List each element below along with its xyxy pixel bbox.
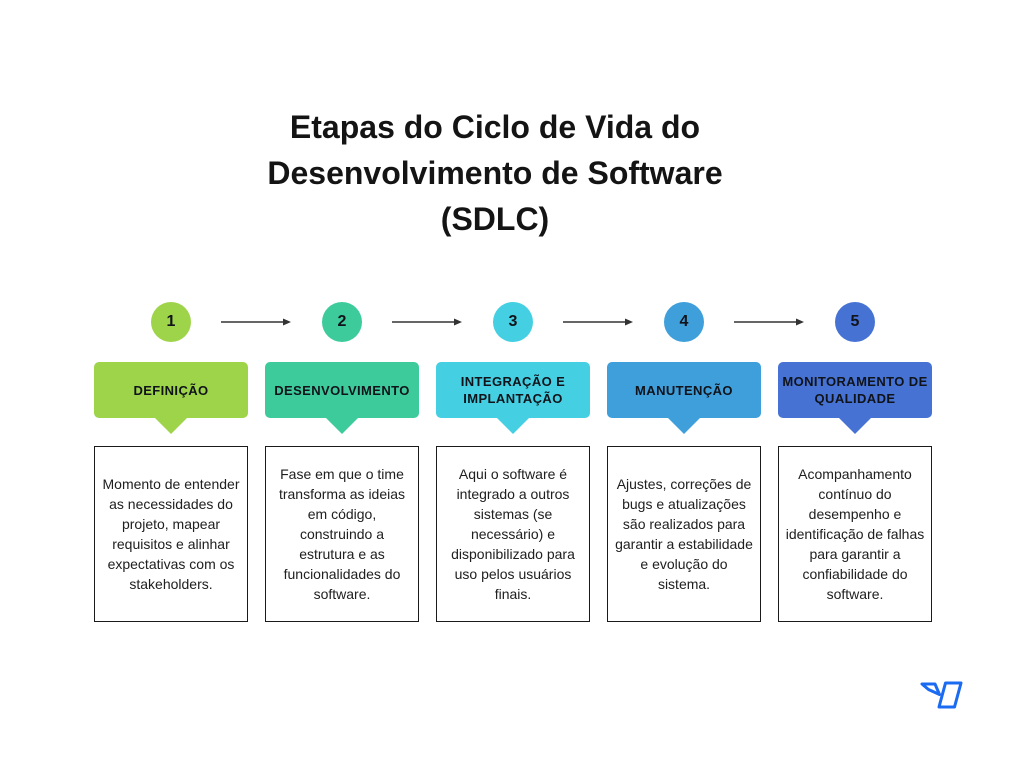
title-line-3: (SDLC)	[440, 201, 550, 237]
step-label: DESENVOLVIMENTO	[265, 362, 419, 418]
step-column-2: 2 DESENVOLVIMENTO Fase em que o time tra…	[265, 302, 419, 622]
arrow-right-icon	[221, 318, 291, 326]
step-column-4: 4 MANUTENÇÃO Ajustes, correções de bugs …	[607, 302, 761, 622]
step-column-3: 3 INTEGRAÇÃO E IMPLANTAÇÃO Aqui o softwa…	[436, 302, 590, 622]
pointer-down-icon	[325, 417, 359, 434]
step-description: Ajustes, correções de bugs e atualizaçõe…	[607, 446, 761, 622]
page-title: Etapas do Ciclo de Vida do Desenvolvimen…	[0, 104, 990, 242]
title-line-1: Etapas do Ciclo de Vida do	[289, 109, 701, 145]
step-description: Fase em que o time transforma as ideias …	[265, 446, 419, 622]
title-line-2: Desenvolvimento de Software	[267, 155, 723, 191]
step-number-badge: 4	[664, 302, 704, 342]
pointer-down-icon	[496, 417, 530, 434]
pointer-down-icon	[154, 417, 188, 434]
step-description: Acompanhamento contínuo do desempenho e …	[778, 446, 932, 622]
step-description: Momento de entender as necessidades do p…	[94, 446, 248, 622]
step-column-5: 5 MONITORAMENTO DE QUALIDADE Acompanhame…	[778, 302, 932, 622]
steps-row: 1 DEFINIÇÃO Momento de entender as neces…	[94, 302, 934, 622]
brand-logo-icon	[920, 681, 963, 709]
step-number-badge: 3	[493, 302, 533, 342]
step-column-1: 1 DEFINIÇÃO Momento de entender as neces…	[94, 302, 248, 622]
step-label: MONITORAMENTO DE QUALIDADE	[778, 362, 932, 418]
arrow-right-icon	[734, 318, 804, 326]
step-number-badge: 5	[835, 302, 875, 342]
step-number-badge: 1	[151, 302, 191, 342]
arrow-right-icon	[392, 318, 462, 326]
step-label: INTEGRAÇÃO E IMPLANTAÇÃO	[436, 362, 590, 418]
step-description: Aqui o software é integrado a outros sis…	[436, 446, 590, 622]
step-label: MANUTENÇÃO	[607, 362, 761, 418]
step-label: DEFINIÇÃO	[94, 362, 248, 418]
pointer-down-icon	[838, 417, 872, 434]
arrow-right-icon	[563, 318, 633, 326]
pointer-down-icon	[667, 417, 701, 434]
step-number-badge: 2	[322, 302, 362, 342]
